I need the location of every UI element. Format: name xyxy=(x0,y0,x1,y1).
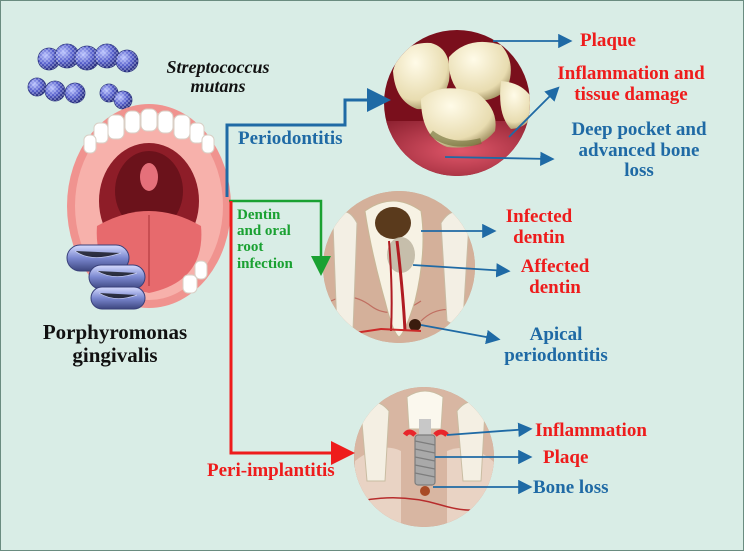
streptococcus-label: Streptococcus mutans xyxy=(161,57,275,97)
inflammation-tissue-line2: tissue damage xyxy=(574,83,688,105)
implant-pointer-lines xyxy=(433,422,533,495)
porphyromonas-label-line1: Porphyromonas xyxy=(42,320,188,344)
streptococcus-label-line2: mutans xyxy=(190,76,246,97)
porphyromonas-bacteria-icon xyxy=(66,244,146,310)
dentin-title-line1: Dentin xyxy=(237,207,281,223)
infected-dentin-line1: Infected xyxy=(505,206,573,227)
dentin-title-line3: root xyxy=(237,239,264,256)
porphyromonas-label-line2: gingivalis xyxy=(72,342,158,367)
dentin-title: Dentin and oral root infection xyxy=(237,207,293,272)
dentin-pointer-lines xyxy=(412,223,511,345)
dentin-branch-arrow xyxy=(229,199,331,276)
affected-dentin-label: Affected dentin xyxy=(505,256,605,298)
infected-dentin-line2: dentin xyxy=(513,226,565,248)
periodontitis-pointer-lines xyxy=(444,33,573,166)
peri-implantitis-image xyxy=(354,387,494,527)
plaque-label: Plaque xyxy=(580,30,636,51)
peri-implantitis-title: Peri-implantitis xyxy=(207,460,335,481)
apical-periodontitis-line1: Apical xyxy=(529,324,583,345)
infected-dentin-label: Infected dentin xyxy=(489,206,589,248)
deep-pocket-label: Deep pocket and advanced bone loss xyxy=(551,119,727,182)
affected-dentin-line2: dentin xyxy=(529,276,581,298)
periodontitis-teeth-image xyxy=(384,30,530,176)
peri-implantitis-branch-arrow xyxy=(229,201,355,465)
streptococcus-bacteria-icon xyxy=(27,43,139,110)
implant-bone-loss-label: Bone loss xyxy=(533,477,609,498)
dentin-title-line4: infection xyxy=(237,255,293,272)
implant-inflammation-label: Inflammation xyxy=(535,420,647,441)
deep-pocket-line1: Deep pocket and xyxy=(571,119,707,140)
deep-pocket-line2: advanced bone xyxy=(578,139,700,161)
porphyromonas-label: Porphyromonas gingivalis xyxy=(35,321,195,366)
implant-plaque-label: Plaqe xyxy=(543,447,589,468)
apical-periodontitis-line2: periodontitis xyxy=(504,344,608,366)
apical-periodontitis-label: Apical periodontitis xyxy=(491,324,621,366)
inflammation-tissue-label: Inflammation and tissue damage xyxy=(541,63,721,105)
periodontitis-branch-arrow xyxy=(225,88,391,197)
affected-dentin-line1: Affected xyxy=(520,256,590,277)
inflammation-tissue-line1: Inflammation and xyxy=(557,63,705,84)
streptococcus-label-line1: Streptococcus xyxy=(166,57,270,77)
dentin-title-line2: and oral xyxy=(237,223,291,240)
deep-pocket-line3: loss xyxy=(624,160,654,182)
periodontitis-title: Periodontitis xyxy=(238,128,343,149)
